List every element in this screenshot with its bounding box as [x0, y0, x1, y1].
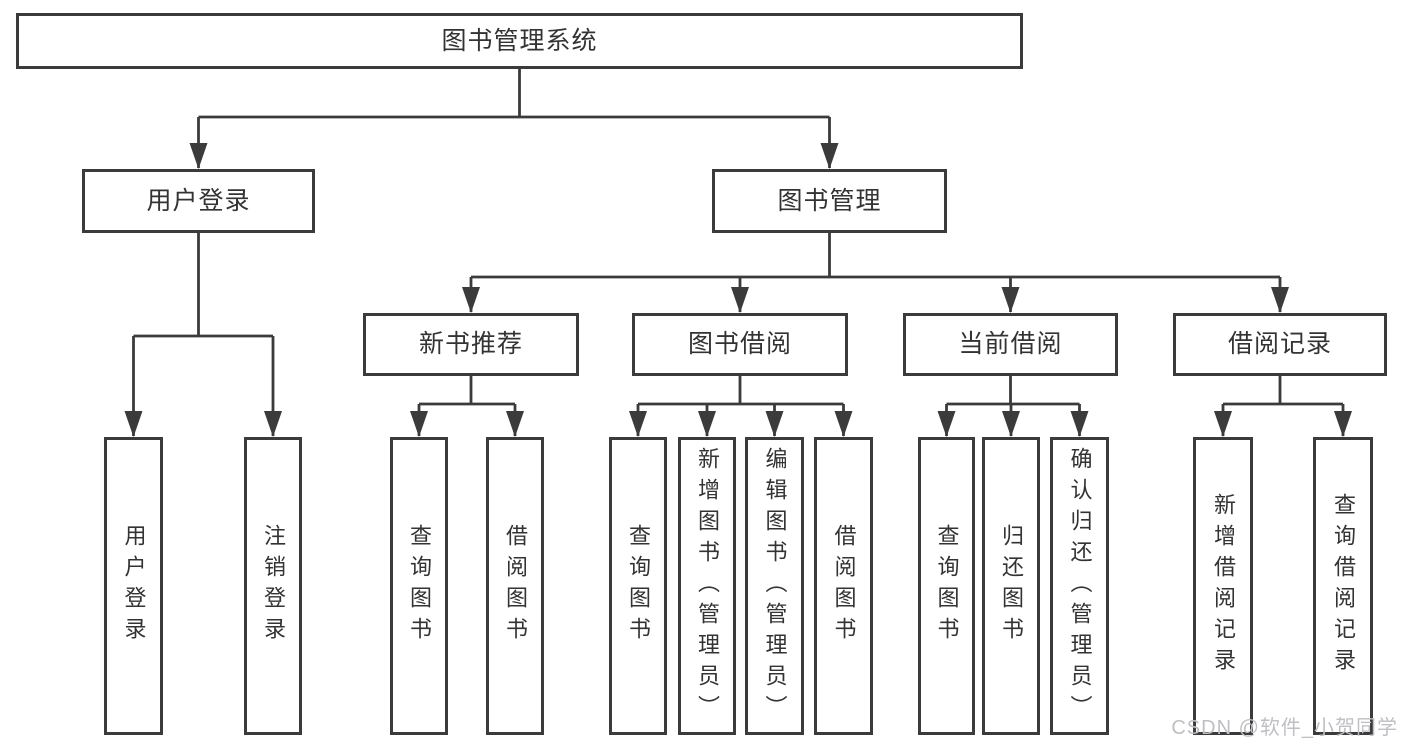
node-book-management: 图书管理 [712, 169, 947, 233]
leaf-newbook-borrow-books: 借阅图书 [486, 437, 544, 735]
watermark-text: CSDN @软件_小贺同学 [1171, 717, 1398, 739]
leaf-logout: 注销登录 [244, 437, 302, 735]
connector-borrowing-records-children [1214, 376, 1352, 437]
connector-book-borrowing-children [629, 376, 853, 437]
connector-new-book-children [410, 376, 524, 437]
leaf-borrowing-borrow-books: 借阅图书 [814, 437, 873, 735]
connector-book-management-children [462, 233, 1289, 313]
leaf-records-query-record: 查询借阅记录 [1313, 437, 1373, 735]
node-current-borrowing: 当前借阅 [903, 313, 1118, 376]
connector-user-login-children [124, 233, 282, 437]
leaf-current-confirm-return-admin: 确认归还（管理员） [1050, 437, 1109, 735]
leaf-borrowing-add-books-admin: 新增图书（管理员） [678, 437, 736, 735]
leaf-borrowing-edit-books-admin: 编辑图书（管理员） [745, 437, 804, 735]
node-book-borrowing: 图书借阅 [632, 313, 848, 376]
leaf-current-query-books: 查询图书 [918, 437, 975, 735]
leaf-current-return-books: 归还图书 [982, 437, 1040, 735]
node-root-system: 图书管理系统 [16, 13, 1023, 69]
leaf-borrowing-query-books: 查询图书 [609, 437, 667, 735]
node-user-login: 用户登录 [82, 169, 315, 233]
node-new-book-recommend: 新书推荐 [363, 313, 579, 376]
leaf-records-add-record: 新增借阅记录 [1193, 437, 1253, 735]
leaf-newbook-query-books: 查询图书 [390, 437, 448, 735]
leaf-user-login: 用户登录 [104, 437, 163, 735]
node-borrowing-records: 借阅记录 [1173, 313, 1387, 376]
connector-root-to-level2 [189, 69, 839, 169]
connector-current-borrowing-children [937, 376, 1089, 437]
